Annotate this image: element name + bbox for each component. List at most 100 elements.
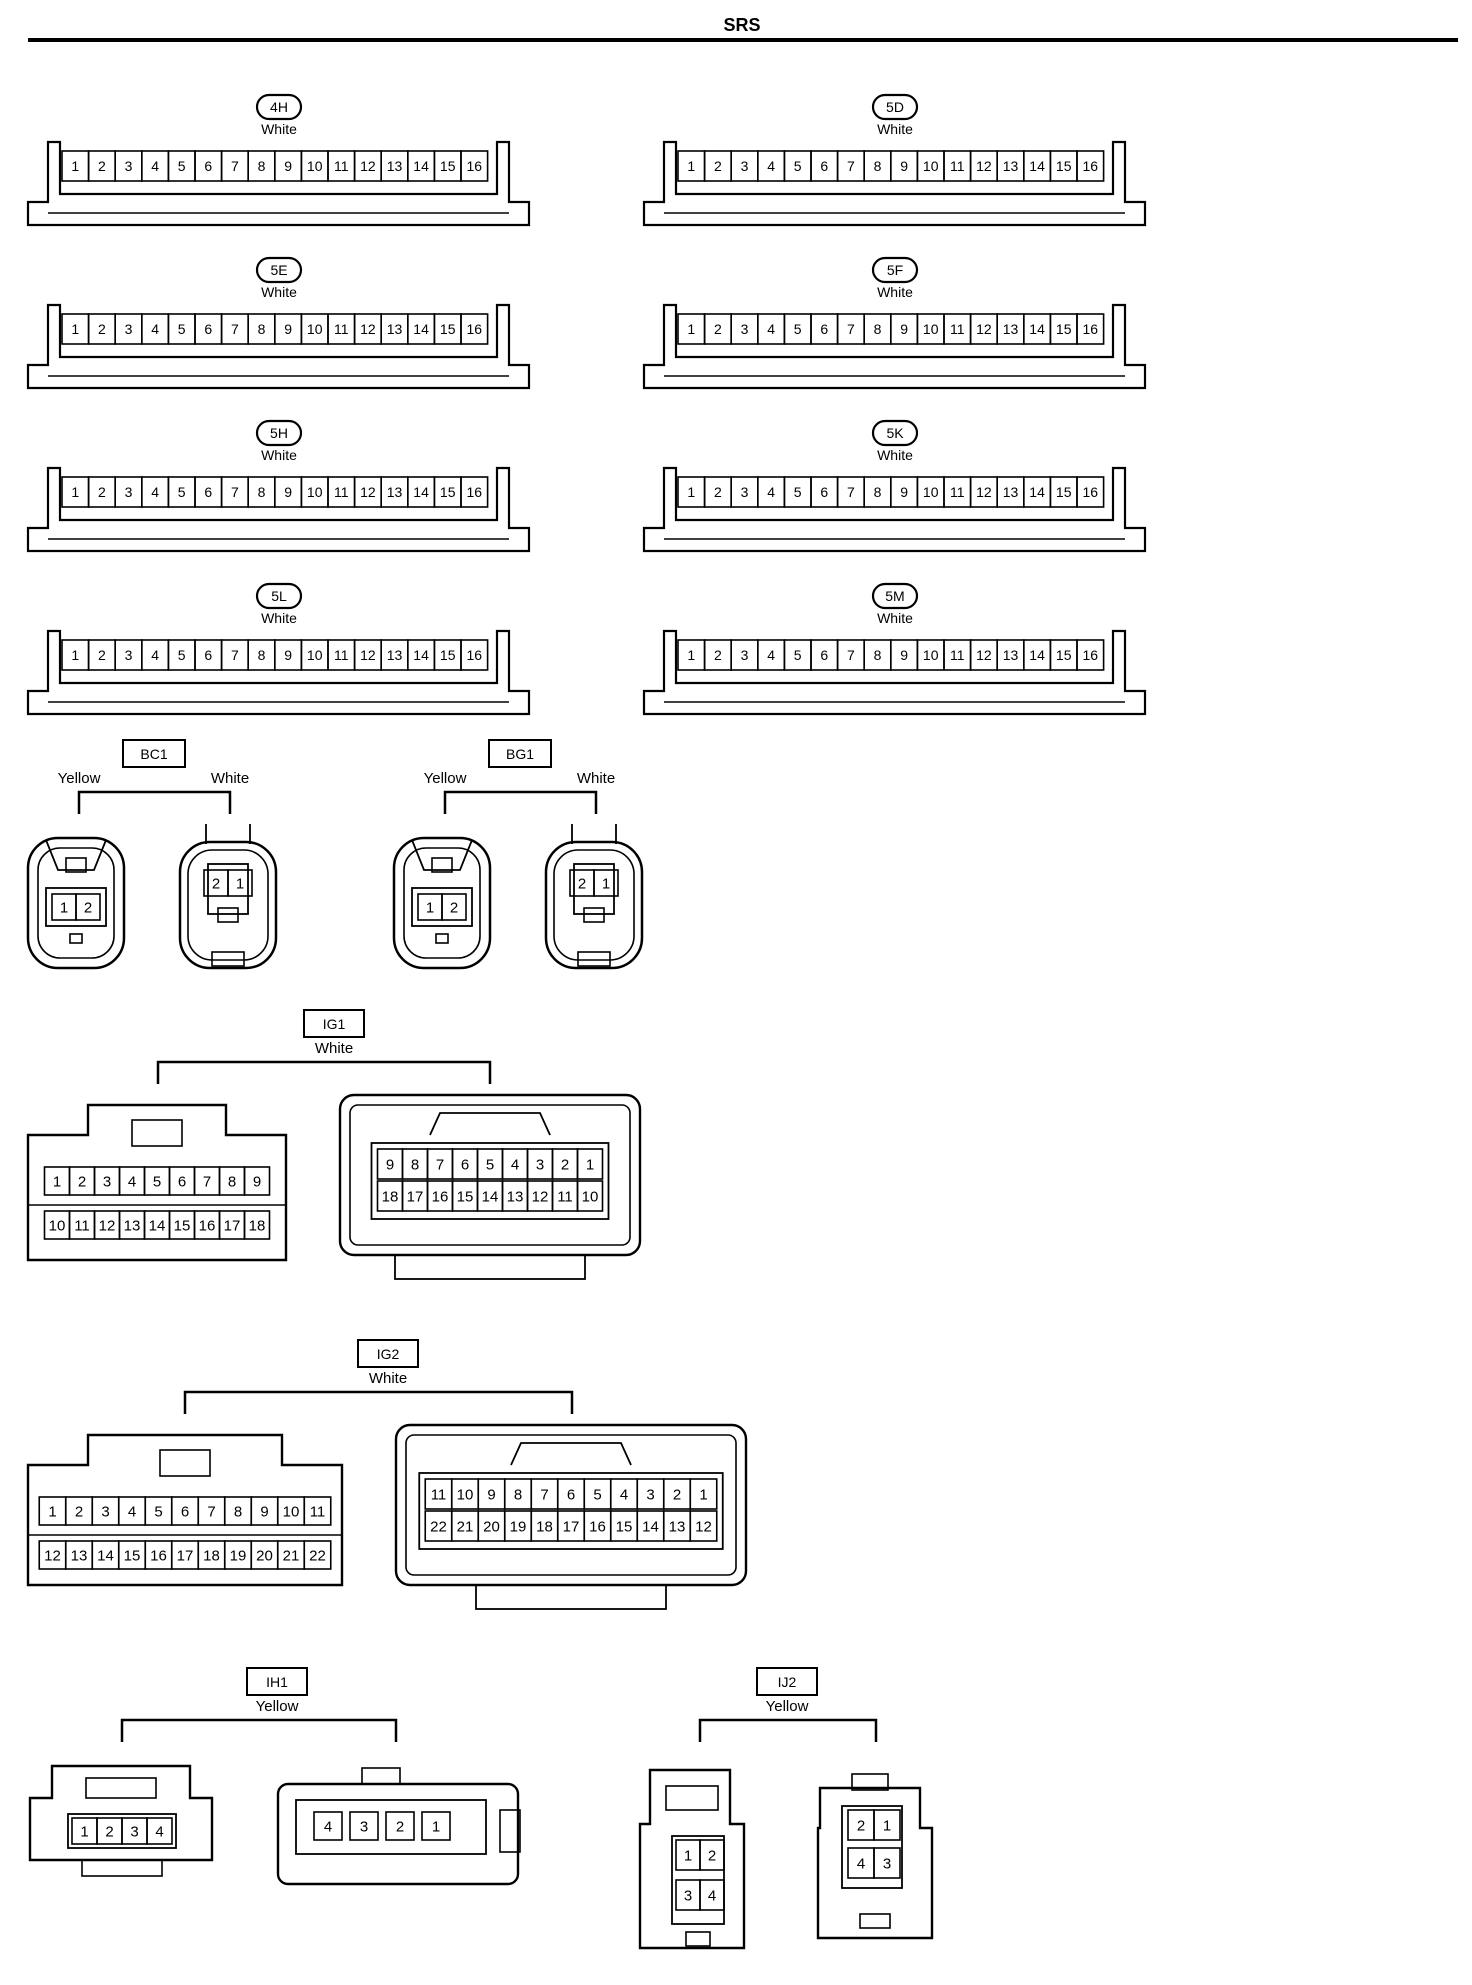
plug-housing [28, 1764, 214, 1862]
pin-label: 7 [231, 321, 239, 337]
pin-label: 13 [1003, 321, 1019, 337]
pin-label: 17 [563, 1518, 580, 1535]
connector-bracket [156, 1060, 492, 1084]
pin-label: 9 [284, 484, 292, 500]
pin-label: 16 [1083, 158, 1099, 174]
pin-label: 15 [440, 158, 456, 174]
plug-inner [403, 847, 481, 959]
connector-housing [642, 629, 1147, 716]
pin-label: 5 [486, 1156, 494, 1173]
pin-label: 11 [557, 1188, 573, 1205]
pin-label: 8 [228, 1173, 236, 1190]
pin-label: 1 [687, 321, 695, 337]
pin-label: 11 [950, 484, 965, 500]
pin-label: 1 [687, 484, 695, 500]
pin-label: 9 [253, 1173, 261, 1190]
connector-color: White [261, 610, 297, 626]
pin-label: 13 [1003, 647, 1019, 663]
pin-label: 8 [411, 1156, 419, 1173]
pin-label: 1 [236, 875, 244, 892]
pin-label: 12 [44, 1547, 61, 1564]
pin-label: 3 [536, 1156, 544, 1173]
pin-cell [460, 150, 489, 182]
plug-outline [392, 836, 492, 970]
bottom-tab [685, 1931, 711, 1947]
pin-label: 14 [1029, 321, 1045, 337]
page-title: SRS [723, 15, 760, 35]
connector-housing [26, 466, 531, 553]
latch-window [665, 1785, 719, 1811]
pin-label: 6 [820, 321, 828, 337]
connector-code: IH1 [266, 1674, 288, 1690]
pin-label: 16 [1083, 484, 1099, 500]
connector-code-badge [255, 93, 303, 121]
connector-code: IJ2 [778, 1674, 797, 1690]
pin-label: 2 [450, 899, 458, 916]
pin-label: 15 [1056, 158, 1072, 174]
connector-housing [642, 140, 1147, 227]
connector-code-badge [255, 419, 303, 447]
pin-cell [593, 869, 619, 897]
pin-label: 11 [310, 1503, 326, 1520]
pin-label: 2 [396, 1818, 404, 1835]
pin-label: 4 [767, 647, 775, 663]
pin-label: 1 [71, 321, 79, 337]
pin-label: 2 [84, 899, 92, 916]
pin-cell [303, 1540, 332, 1570]
pin-cell [460, 639, 489, 671]
guide-rails [571, 824, 617, 844]
pin-label: 13 [507, 1188, 524, 1205]
connector-color: Yellow [766, 1698, 809, 1715]
connector-code: 5K [886, 425, 904, 441]
pin-label: 14 [482, 1188, 499, 1205]
pin-label: 1 [71, 484, 79, 500]
connector-code-badge [255, 582, 303, 610]
pin-label: 11 [950, 321, 965, 337]
pin-label: 18 [382, 1188, 399, 1205]
connector-code-box [122, 739, 186, 768]
pin-label: 5 [794, 321, 802, 337]
pin-label: 13 [387, 647, 403, 663]
pin-label: 14 [413, 321, 429, 337]
connector-bracket [183, 1390, 574, 1414]
connector-code: 5M [885, 588, 904, 604]
latch [510, 1442, 632, 1466]
pin-cell [146, 1817, 173, 1845]
pin-label: 10 [923, 158, 939, 174]
connector-bracket [698, 1718, 878, 1742]
connector-housing [642, 303, 1147, 390]
pin-label: 13 [1003, 484, 1019, 500]
connector-bracket [77, 790, 232, 814]
connector-code-box [756, 1667, 818, 1696]
latch-window [131, 1119, 183, 1147]
pin-label: 8 [258, 158, 266, 174]
pin-cell [1076, 313, 1105, 345]
pin-label: 7 [847, 158, 855, 174]
pin-label: 2 [78, 1173, 86, 1190]
receptacle-inner [553, 849, 635, 961]
latch-tab [65, 857, 87, 873]
pin-label: 3 [125, 484, 133, 500]
pin-label: 2 [212, 875, 220, 892]
pin-label: 4 [708, 1887, 716, 1904]
pin-cell [75, 893, 101, 921]
pin-label: 12 [360, 484, 376, 500]
connector-code: IG2 [377, 1346, 400, 1362]
latch-window [85, 1777, 157, 1799]
pin-label: 10 [49, 1217, 66, 1234]
pin-label: 11 [334, 321, 349, 337]
pin-label: 11 [334, 158, 349, 174]
pin-label: 7 [231, 484, 239, 500]
pin-label: 12 [360, 321, 376, 337]
pin-label: 12 [976, 321, 992, 337]
pin-label: 16 [432, 1188, 449, 1205]
pin-label: 6 [461, 1156, 469, 1173]
receptacle-inner [405, 1434, 737, 1576]
pin-label: 11 [334, 484, 349, 500]
pin-label: 12 [976, 484, 992, 500]
